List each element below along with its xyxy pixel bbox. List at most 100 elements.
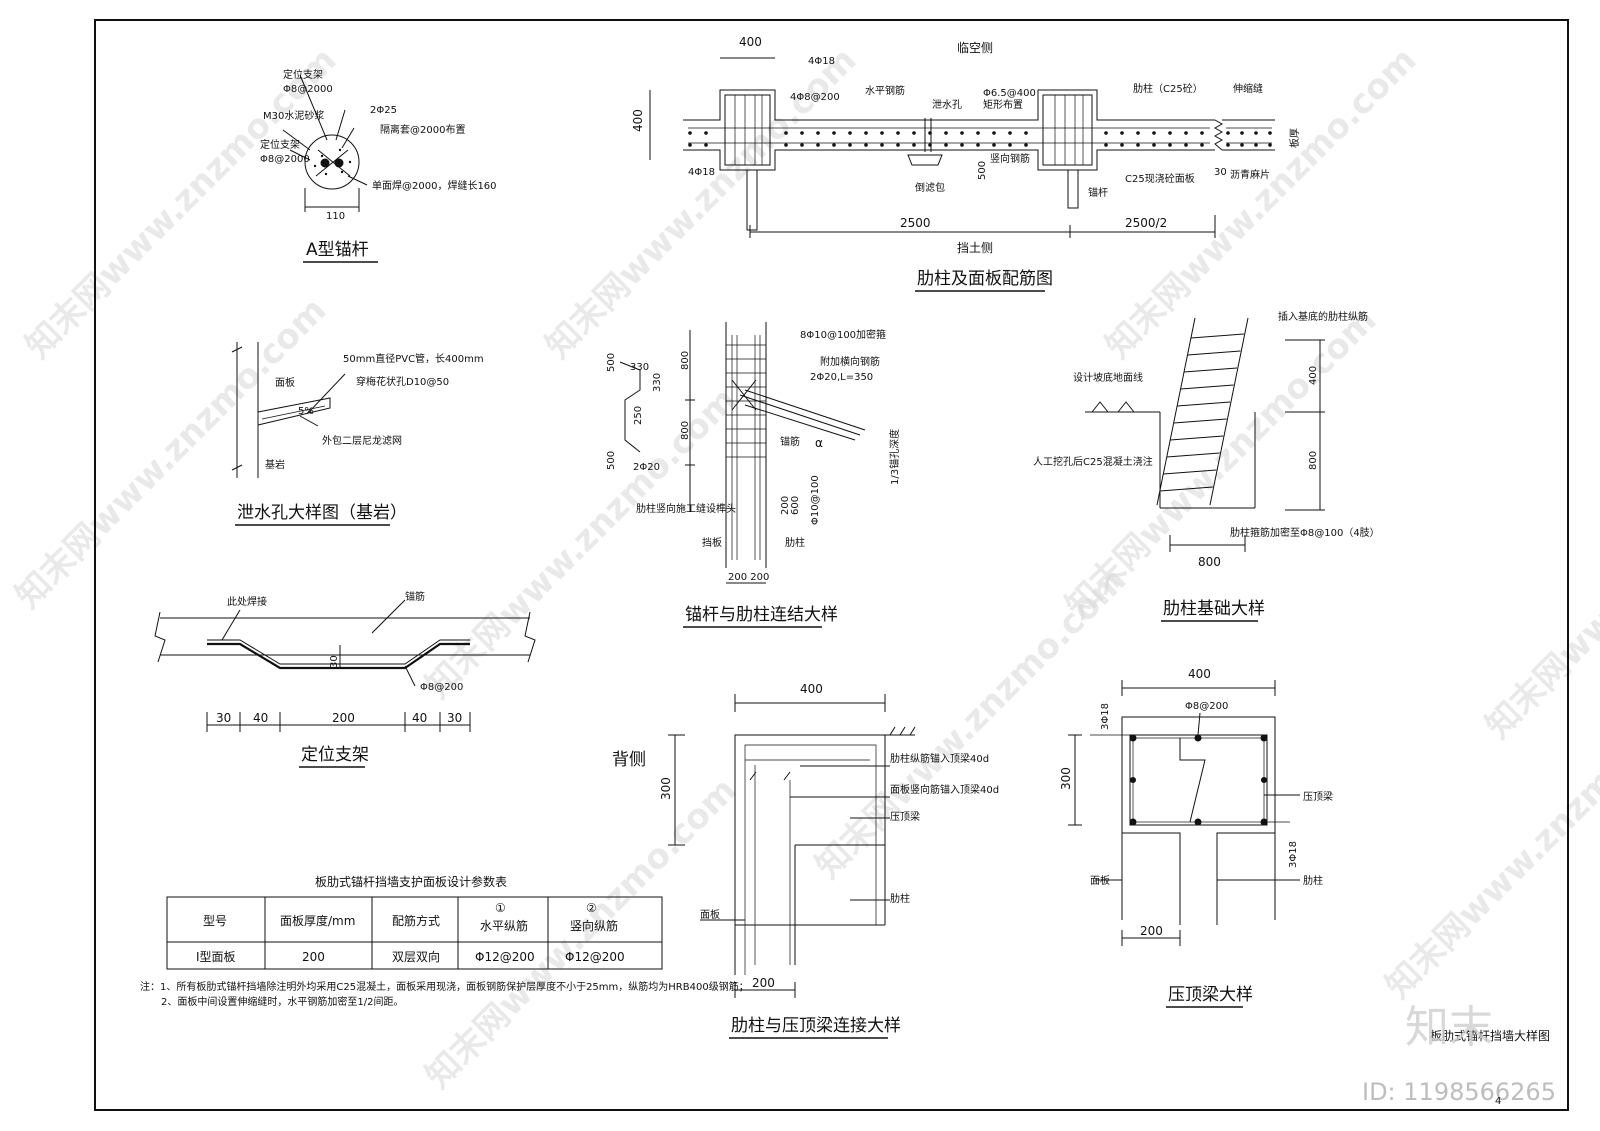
anchor-rib-detail: 800 800 500 500 330 330 250 2Φ20 8Φ10@10…	[606, 322, 901, 628]
label: α	[815, 436, 823, 450]
label: M30水泥砂浆	[263, 109, 324, 122]
dimension: 800	[680, 351, 691, 370]
label: 3Φ18	[1288, 841, 1299, 868]
label: 1/3锚孔深度	[888, 429, 901, 485]
dimension: 30	[329, 655, 340, 668]
ladder-stirrup	[1190, 333, 1244, 339]
detail-title: 压顶梁大样	[1168, 985, 1253, 1005]
label: Φ8@200	[1185, 701, 1228, 712]
table-header: 水平纵筋	[480, 918, 528, 933]
rebar-dot	[1226, 131, 1230, 135]
ladder-stirrup	[1170, 435, 1224, 441]
label: 肋柱	[785, 536, 805, 549]
rebar-dot	[896, 143, 900, 147]
sheet-title: 板肋式锚杆挡墙大样图	[1430, 1028, 1550, 1043]
dimension: 500	[606, 451, 617, 470]
locator-bar	[207, 642, 470, 670]
label: 2Φ20,L=350	[810, 372, 873, 383]
table-header: 型号	[203, 914, 227, 928]
rebar-dot	[1008, 131, 1012, 135]
dimension: 400	[739, 35, 762, 49]
table-header: ②	[586, 901, 597, 915]
rebar-dot	[704, 131, 708, 135]
label: Φ8@2000	[260, 154, 310, 165]
label: 面板	[1090, 874, 1110, 887]
watermark: 知末网www.znzmo.com	[418, 770, 744, 1096]
dimension: 40	[412, 711, 427, 725]
detail-title: 肋柱基础大样	[1163, 599, 1265, 619]
dimension: 300	[1059, 767, 1073, 790]
rebar-dot	[944, 143, 948, 147]
rebar-dot	[1136, 143, 1140, 147]
dimension: 330	[652, 373, 663, 392]
rebar-dot	[1136, 131, 1140, 135]
label: 4Φ18	[688, 167, 715, 178]
label: 此处焊接	[227, 595, 267, 608]
rebar-dot	[960, 143, 964, 147]
label: 锚筋	[405, 590, 425, 603]
label: 泄水孔	[932, 98, 962, 111]
brand-logo: 知末	[1405, 1002, 1493, 1053]
dimension: 250	[633, 406, 644, 425]
rebar-dot	[784, 131, 788, 135]
watermark: 知末网www.znzmo.com	[808, 560, 1134, 886]
rebar-dot	[976, 143, 980, 147]
rebar-dot	[688, 131, 692, 135]
label: 3Φ18	[1100, 703, 1111, 730]
watermark: 知末网www.znzmo.com	[418, 380, 744, 706]
dimension: 400	[1308, 366, 1319, 385]
rebar-dot	[1268, 143, 1272, 147]
label: 单面焊@2000，焊缝长160	[372, 179, 497, 192]
rebar-dot	[688, 143, 692, 147]
detail-title: 定位支架	[301, 745, 369, 765]
detail-title: A型锚杆	[306, 240, 369, 260]
rebar-dot	[1152, 143, 1156, 147]
dimension: 400	[631, 109, 645, 132]
dimension: 400	[800, 682, 823, 696]
rebar-dot	[1168, 143, 1172, 147]
rebar-dot	[1120, 131, 1124, 135]
ladder-stirrup	[1159, 486, 1213, 492]
label: 板厚	[1288, 128, 1301, 148]
dimension: 200	[1140, 924, 1163, 938]
rebar-dot	[848, 131, 852, 135]
dimension: 200	[332, 711, 355, 725]
label: 肋柱（C25砼）	[1133, 82, 1203, 95]
rebar-dot	[832, 143, 836, 147]
ladder-stirrup	[1163, 469, 1217, 475]
label: Φ6.5@400	[983, 88, 1036, 99]
rebar-dot	[1024, 143, 1028, 147]
label: 定位支架	[260, 138, 300, 151]
dimension: 400	[1188, 667, 1211, 681]
label: Φ10@100	[810, 475, 821, 525]
dimension: 30	[216, 711, 231, 725]
rebar-dot	[1152, 131, 1156, 135]
label: 锚杆	[1088, 187, 1108, 199]
label: 肋柱	[890, 892, 910, 905]
label: 5%	[298, 406, 314, 417]
rebar-dot	[880, 143, 884, 147]
label: 肋柱箍筋加密至Φ8@100（4肢）	[1230, 526, 1380, 539]
table-header: 面板厚度/mm	[280, 913, 355, 928]
dimension: 300	[659, 777, 673, 800]
rebar-dot	[1268, 131, 1272, 135]
label: 压顶梁	[890, 810, 920, 823]
side-label: 挡土侧	[957, 241, 993, 255]
rebar-dot	[1168, 131, 1172, 135]
label: 水平钢筋	[865, 84, 905, 97]
detail-title: 锚杆与肋柱连结大样	[685, 605, 838, 625]
table-header: 配筋方式	[392, 913, 440, 928]
label: 倒滤包	[915, 181, 945, 194]
rebar-dot	[976, 131, 980, 135]
label: 肋柱	[1303, 874, 1323, 887]
rebar-dot	[832, 131, 836, 135]
ladder-stirrup	[1166, 452, 1220, 458]
rebar-dot	[848, 143, 852, 147]
label: 4Φ18	[808, 56, 835, 67]
rebar-dot	[912, 131, 916, 135]
dimension: 330	[630, 362, 649, 373]
label: Φ8@200	[420, 682, 463, 693]
table-cell: Φ12@200	[565, 950, 625, 964]
dimension: 200 200	[728, 572, 769, 583]
